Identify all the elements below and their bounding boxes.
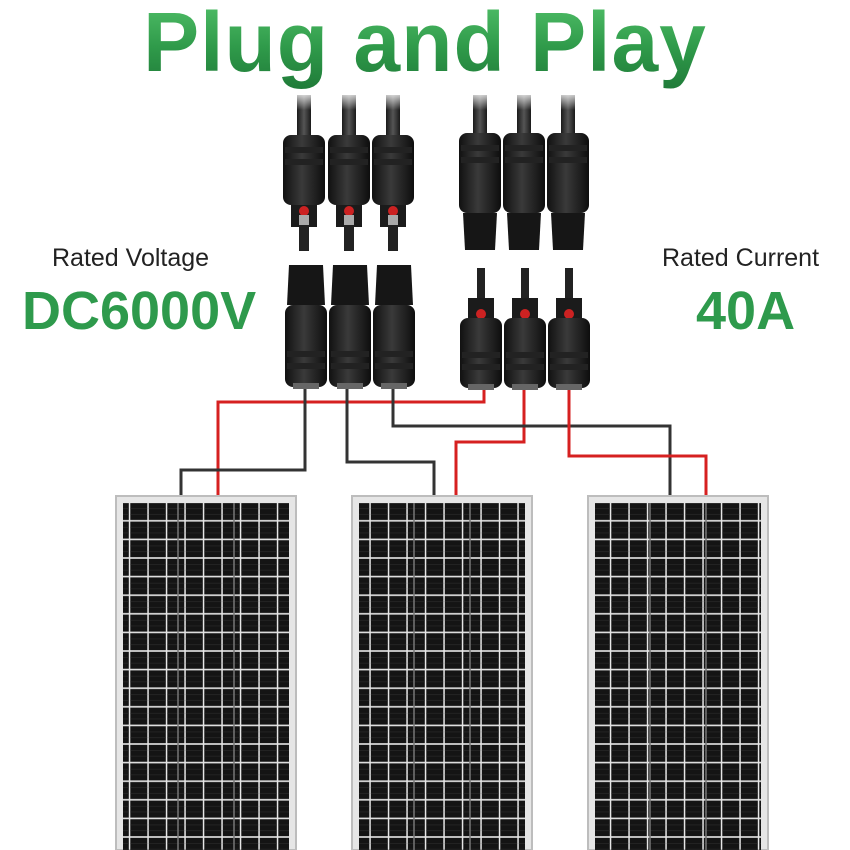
- page-title: Plug and Play: [0, 0, 850, 91]
- solar-panel-1: [115, 495, 297, 850]
- rated-voltage-value: DC6000V: [22, 281, 257, 341]
- solar-panel-3: [587, 495, 769, 850]
- positive-wire-panel-1: [216, 388, 307, 498]
- negative-wire-panel-1: [179, 388, 307, 498]
- negative-wire-panel-2: [345, 388, 436, 498]
- connector-group-top-right: [459, 95, 589, 250]
- rated-current-value: 40A: [696, 281, 796, 341]
- wiring: [179, 388, 708, 498]
- connector-group-bottom-left: [285, 265, 415, 389]
- solar-panel-2: [351, 495, 533, 850]
- positive-wire-panel-3: [567, 388, 708, 498]
- positive-wire-panel-2: [454, 388, 526, 498]
- negative-wire-panel-3: [391, 388, 672, 498]
- rated-voltage-label: Rated Voltage: [52, 244, 210, 272]
- positive-wire-link: [305, 388, 486, 404]
- rated-current-label: Rated Current: [662, 244, 820, 272]
- connector-group-top-left: [283, 95, 414, 251]
- connector-group-bottom-right: [460, 268, 590, 390]
